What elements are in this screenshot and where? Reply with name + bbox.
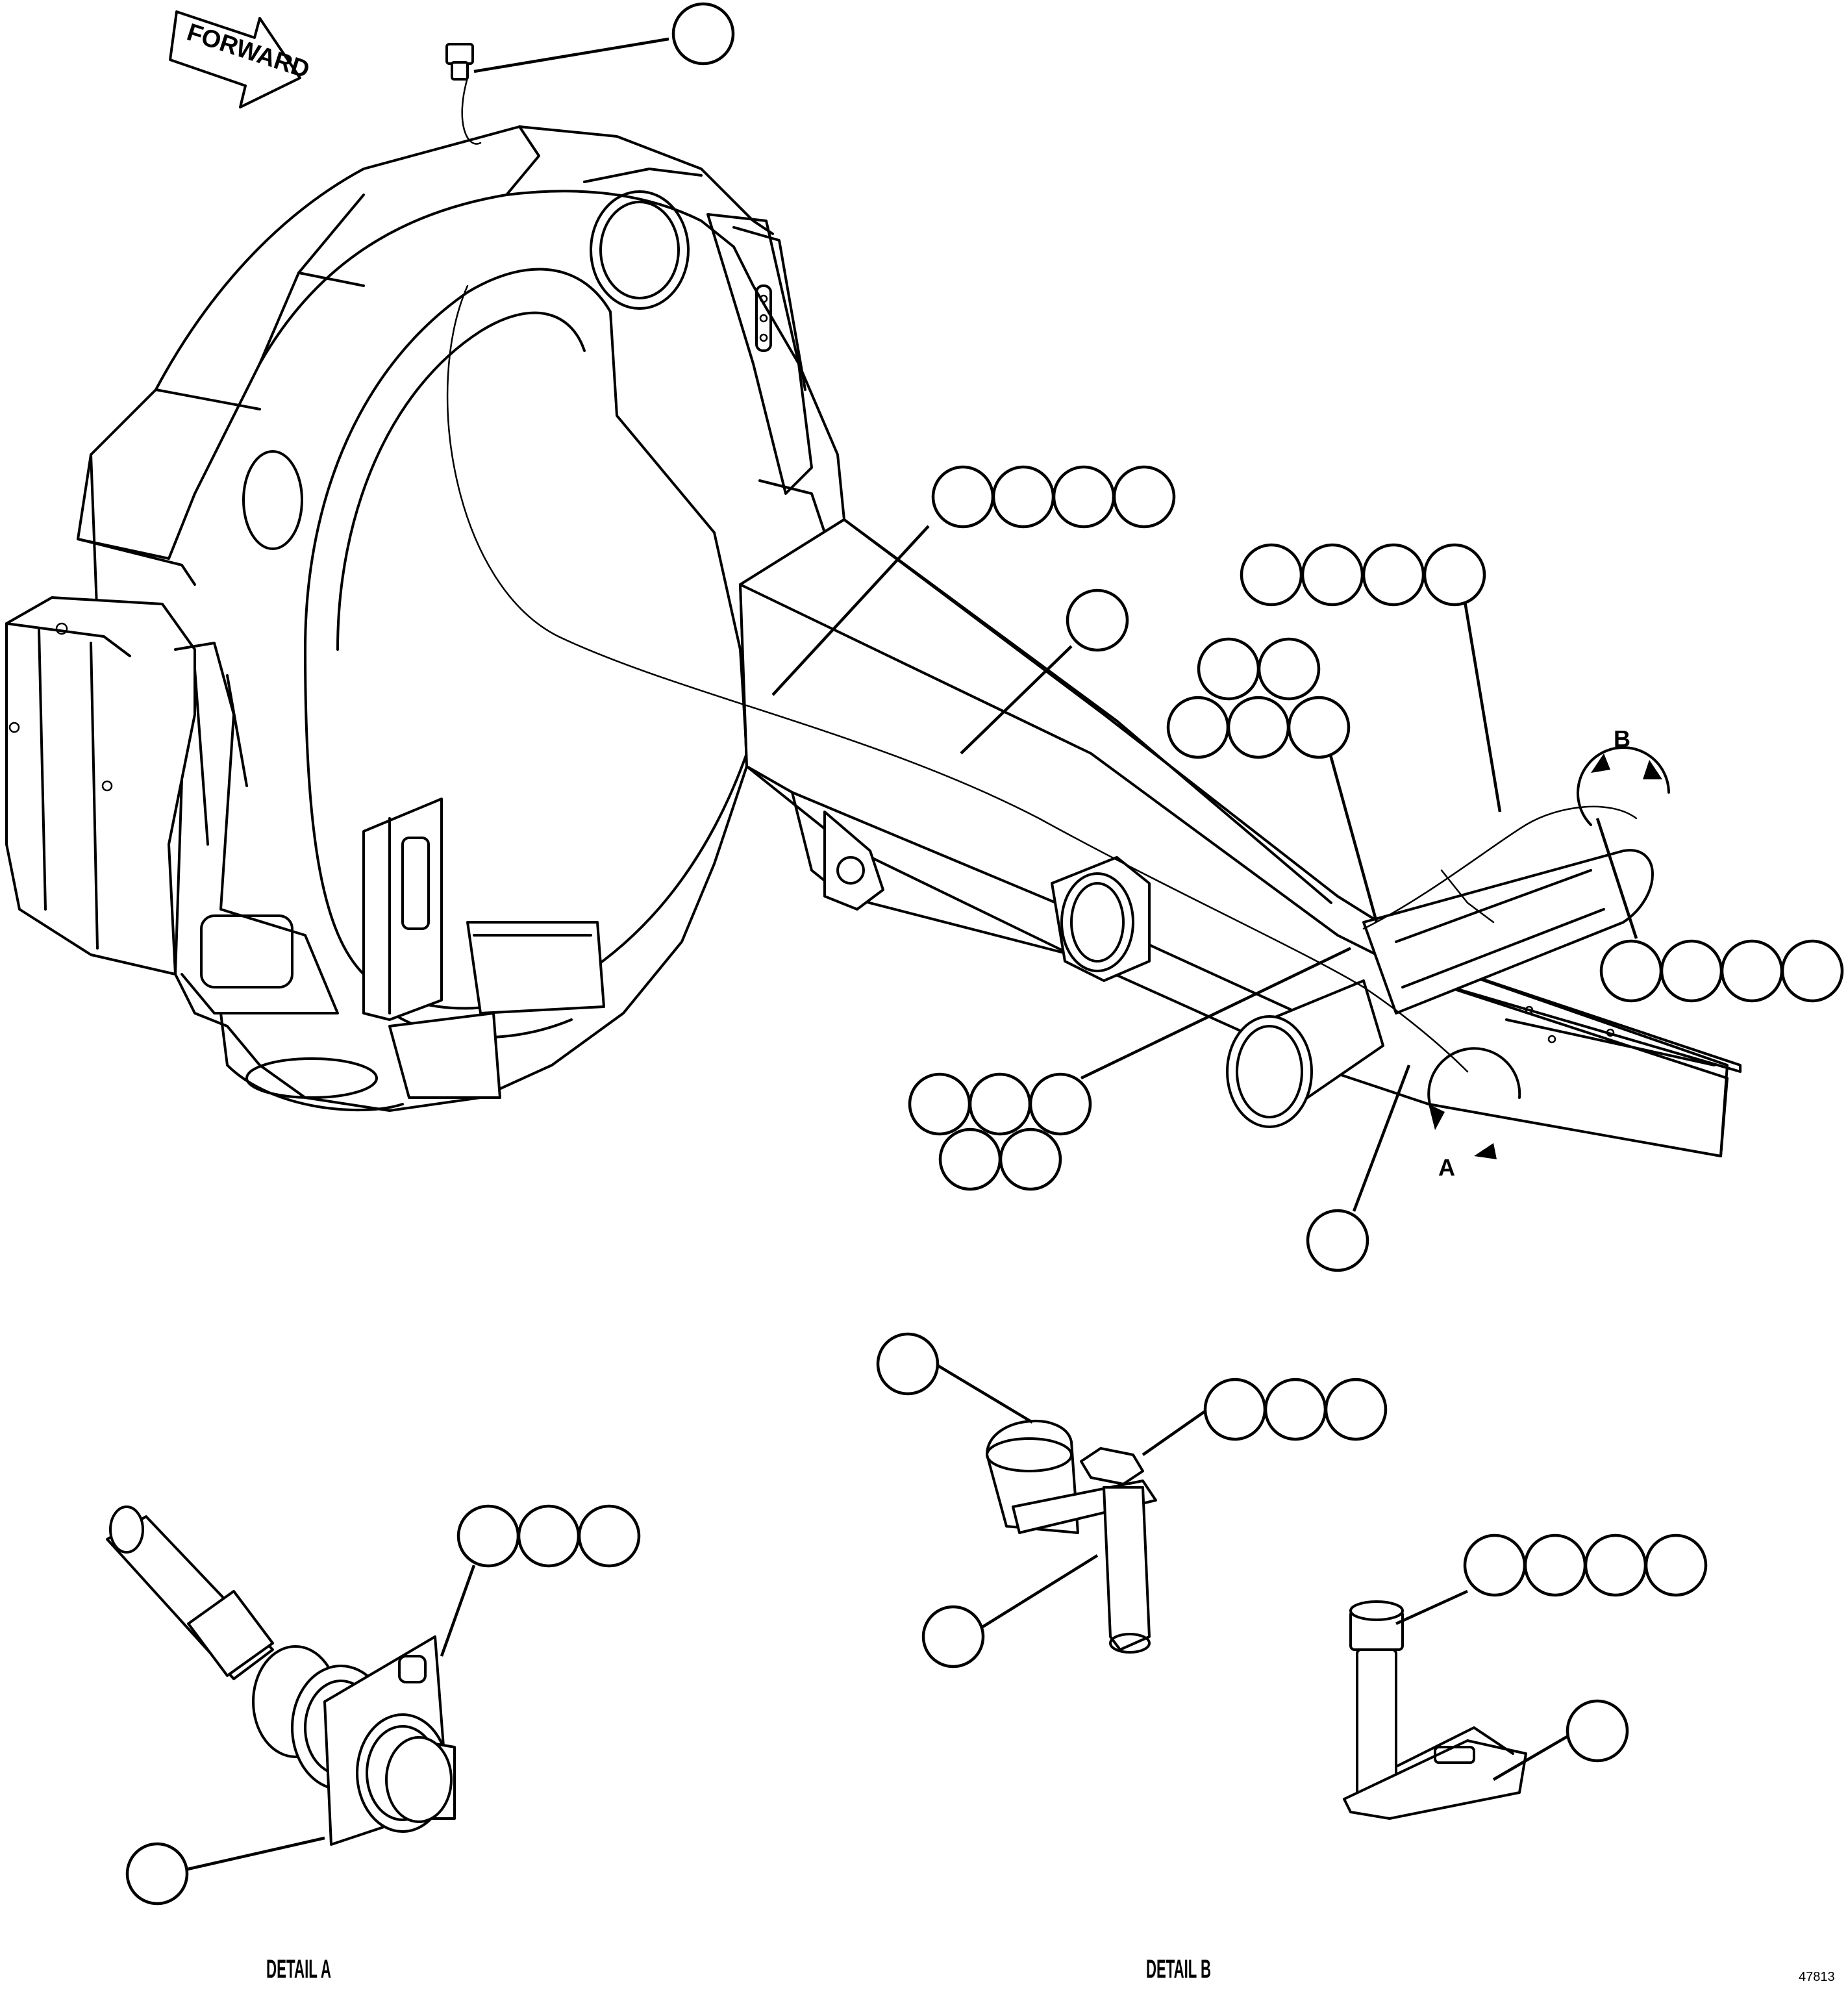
callout-bubble [1052, 465, 1116, 529]
callout-bubble [1566, 1699, 1629, 1763]
callout-bubble [671, 2, 735, 66]
callout-bubble [1257, 637, 1321, 701]
callout-bubble [1423, 543, 1486, 607]
callout-bubble [456, 1504, 520, 1568]
detail-b-label: DETAIL B [1146, 1955, 1211, 1984]
frame-boom [445, 43, 1742, 1157]
detail-b-clip [986, 1419, 1157, 1654]
chassis-frame [5, 125, 845, 1112]
figure-number: 47813 [1799, 1970, 1835, 1984]
callout-bubble [908, 1072, 971, 1136]
callout-bubble [1584, 1533, 1647, 1597]
callout-bubble [1240, 543, 1303, 607]
callout-bubble [938, 1127, 1002, 1191]
callout-bubble [1112, 465, 1176, 529]
callout-bubble [1523, 1533, 1587, 1597]
callout-bubble [1660, 939, 1723, 1003]
callout-bubble [1066, 588, 1129, 652]
callout-bubble [1720, 939, 1784, 1003]
callout-bubble [999, 1127, 1062, 1191]
callout-bubble [577, 1504, 641, 1568]
view-marker-a: A [1427, 1047, 1521, 1181]
callout-bubble [1324, 1378, 1388, 1441]
callout-bubble [1599, 939, 1663, 1003]
callout-bubble [1780, 939, 1844, 1003]
callout-bubbles [125, 2, 1844, 1906]
view-label-a: A [1438, 1154, 1455, 1181]
detail-b-bolt [1343, 1600, 1527, 1820]
callout-bubble [1644, 1533, 1708, 1597]
view-marker-b: B [1577, 725, 1670, 826]
callout-bubble [1227, 696, 1290, 759]
callout-bubble [1029, 1072, 1092, 1136]
forward-arrow: FORWARD [169, 10, 313, 108]
callout-bubble [1166, 696, 1230, 759]
callout-bubble [876, 1332, 940, 1396]
callout-bubble [921, 1605, 985, 1669]
callout-bubble [1301, 543, 1364, 607]
callout-bubble [517, 1504, 581, 1568]
callout-bubble [1306, 1209, 1369, 1272]
callout-bubble [1362, 543, 1425, 607]
callout-bubble [1463, 1533, 1527, 1597]
callout-bubble [931, 465, 995, 529]
view-label-b: B [1614, 725, 1630, 752]
detail-a-label: DETAIL A [266, 1955, 331, 1984]
callout-bubble [968, 1072, 1032, 1136]
callout-bubble [1264, 1378, 1327, 1441]
callout-bubble [1197, 637, 1260, 701]
callout-bubble [1203, 1378, 1267, 1441]
detail-a-connector [106, 1505, 456, 1846]
callout-bubble [992, 465, 1055, 529]
callout-leaders [181, 37, 1638, 1872]
callout-bubble [1287, 696, 1351, 759]
callout-bubble [125, 1842, 189, 1906]
